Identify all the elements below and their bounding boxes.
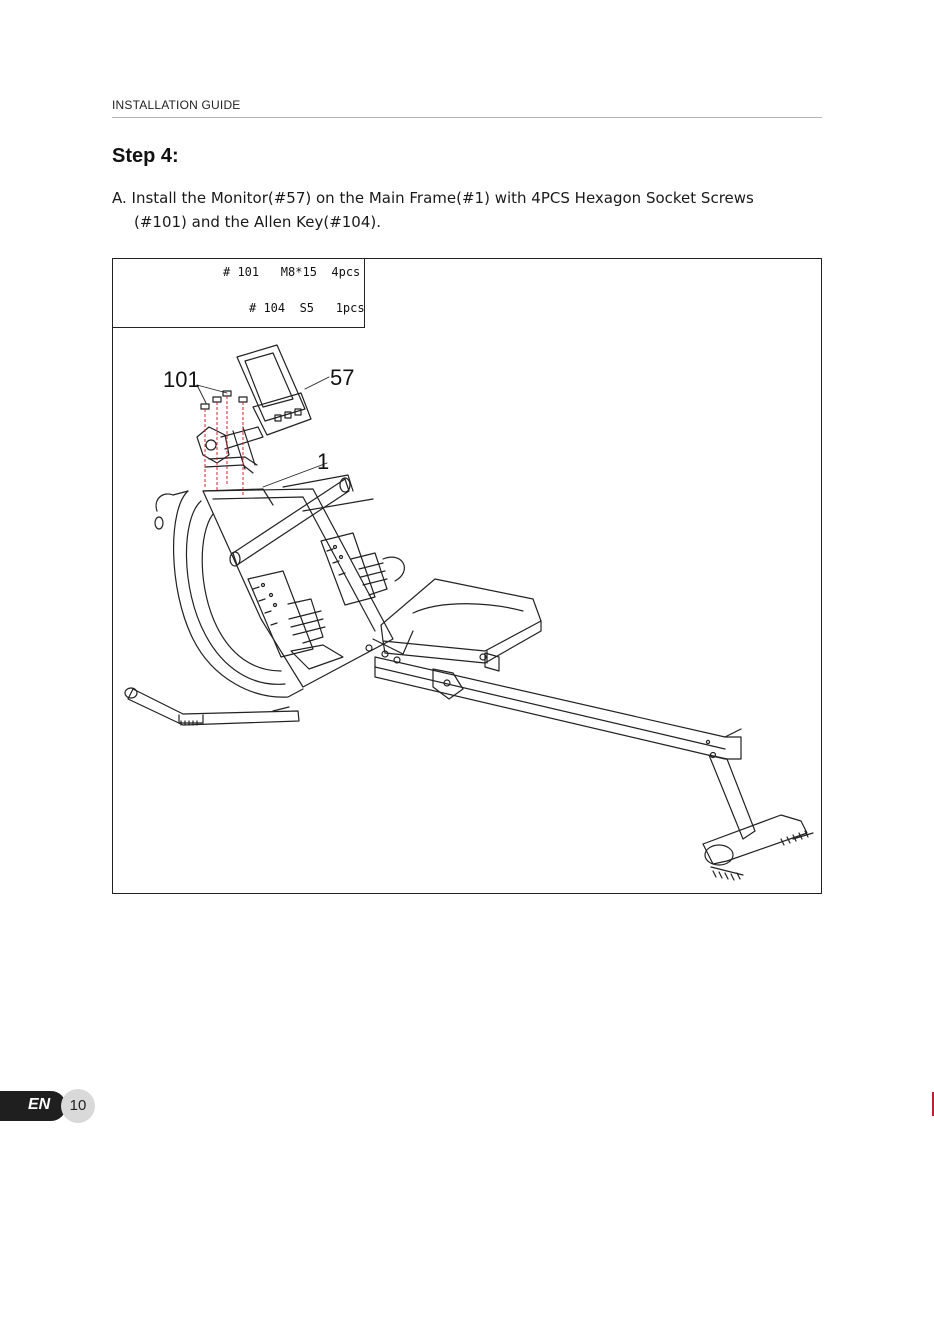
instruction-line-2: (#101) and the Allen Key(#104). bbox=[112, 210, 822, 234]
seat bbox=[381, 579, 541, 699]
callout-monitor: 57 bbox=[330, 365, 354, 391]
rear-support-leg bbox=[703, 755, 813, 880]
front-stabilizer bbox=[125, 688, 299, 725]
part-screw-label: # 101 M8*15 4pcs bbox=[223, 265, 360, 279]
callout-screws: 101 bbox=[163, 367, 200, 393]
main-frame bbox=[203, 475, 413, 687]
callout-main-frame: 1 bbox=[317, 449, 329, 475]
assembly-figure: # 101 M8*15 4pcs # 104 S5 1pcs 101 57 1 bbox=[112, 258, 822, 894]
main-rail bbox=[375, 657, 741, 759]
instruction-line-1: A. Install the Monitor(#57) on the Main … bbox=[112, 189, 754, 207]
section-title: INSTALLATION GUIDE bbox=[112, 98, 241, 112]
step-instruction: A. Install the Monitor(#57) on the Main … bbox=[112, 186, 822, 234]
language-code: EN bbox=[28, 1096, 50, 1114]
parts-list-box: # 101 M8*15 4pcs # 104 S5 1pcs bbox=[113, 259, 365, 328]
monitor-bracket bbox=[197, 427, 263, 473]
right-footrest bbox=[321, 533, 404, 605]
page-number: 10 bbox=[61, 1089, 95, 1123]
water-tank bbox=[155, 489, 303, 697]
hexagon-socket-screws bbox=[201, 391, 247, 409]
rowing-machine-illustration bbox=[113, 259, 821, 893]
page-header: INSTALLATION GUIDE bbox=[112, 94, 822, 118]
step-title: Step 4: bbox=[112, 145, 179, 168]
rowing-handle bbox=[230, 478, 350, 566]
monitor bbox=[237, 345, 311, 435]
language-tab: EN bbox=[0, 1091, 66, 1121]
part-allen-key-label: # 104 S5 1pcs bbox=[249, 301, 365, 315]
